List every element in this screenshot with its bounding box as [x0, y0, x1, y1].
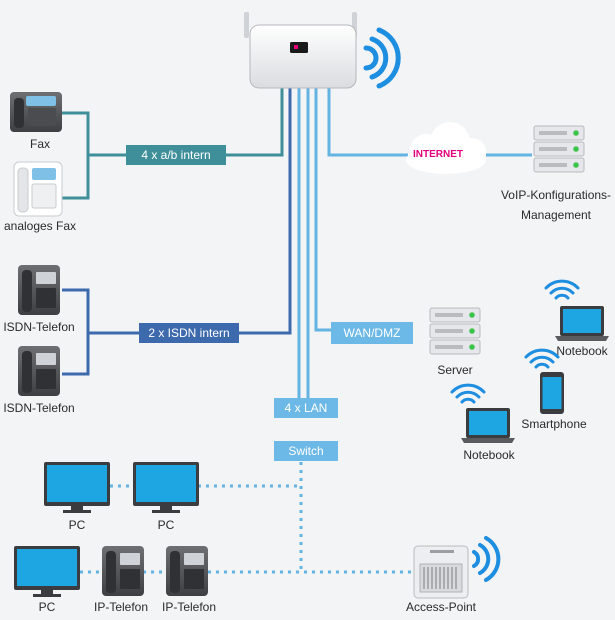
voip-mgmt-label-line1: VoIP-Konfigurations-: [501, 188, 611, 202]
ab-intern-tag: 4 x a/b intern: [126, 145, 226, 165]
wifi-waves-icon: [472, 536, 501, 582]
switch-dotted-lines: [80, 462, 412, 574]
ab-intern-text: 4 x a/b intern: [141, 148, 210, 162]
notebook-label-1: Notebook: [556, 344, 608, 358]
pc-monitor-icon: [14, 546, 80, 597]
router-display: [290, 42, 308, 53]
notebook-icon: [555, 306, 609, 341]
analog-fax-icon: [13, 161, 63, 217]
server-label: Server: [437, 363, 472, 377]
ab-lines: [62, 88, 284, 200]
isdn-phone-icon: [18, 346, 60, 396]
notebook-icon: [461, 408, 515, 443]
ip-phone-label-2: IP-Telefon: [162, 600, 216, 614]
fax-icon: [10, 92, 62, 132]
isdn-phone-icon: [18, 265, 60, 315]
server-icon: [429, 307, 481, 355]
lan-text: 4 x LAN: [285, 401, 328, 415]
isdn-intern-tag: 2 x ISDN intern: [139, 323, 239, 343]
notebook-label-2: Notebook: [463, 448, 515, 462]
ip-phone-label-1: IP-Telefon: [94, 600, 148, 614]
wan-dmz-text: WAN/DMZ: [344, 326, 401, 340]
isdn-intern-text: 2 x ISDN intern: [148, 326, 229, 340]
lan-lines: [297, 88, 532, 400]
access-point-icon: [413, 545, 469, 599]
wifi-waves-icon: [544, 279, 580, 300]
pc-monitor-icon: [44, 462, 110, 513]
server-icon: [533, 125, 585, 173]
smartphone-icon: [540, 372, 564, 414]
wan-dmz-tag: WAN/DMZ: [331, 322, 413, 344]
antenna-left: [244, 12, 249, 38]
isdn-phone-label-2: ISDN-Telefon: [3, 401, 74, 415]
smartphone-label: Smartphone: [521, 417, 587, 431]
pc-label-2: PC: [158, 518, 175, 532]
pc-label-1: PC: [69, 518, 86, 532]
pc-label-3: PC: [39, 600, 56, 614]
router-icon: [249, 24, 357, 89]
wifi-waves-icon: [363, 27, 401, 89]
voip-mgmt-label-line2: Management: [521, 208, 592, 222]
switch-text: Switch: [288, 444, 323, 458]
switch-tag: Switch: [274, 441, 338, 461]
analog-fax-label: analoges Fax: [4, 219, 76, 233]
isdn-phone-label-1: ISDN-Telefon: [3, 320, 74, 334]
fax-label: Fax: [30, 137, 50, 151]
pc-monitor-icon: [133, 462, 199, 513]
ip-phone-icon: [102, 546, 144, 596]
router: [244, 12, 401, 89]
wifi-waves-icon: [450, 383, 486, 404]
access-point-label: Access-Point: [406, 600, 477, 614]
lan-tag: 4 x LAN: [274, 398, 338, 418]
ip-phone-icon: [166, 546, 208, 596]
cloud-icon: INTERNET: [406, 122, 486, 174]
wifi-waves-icon: [524, 348, 560, 369]
internet-text: INTERNET: [413, 149, 463, 160]
